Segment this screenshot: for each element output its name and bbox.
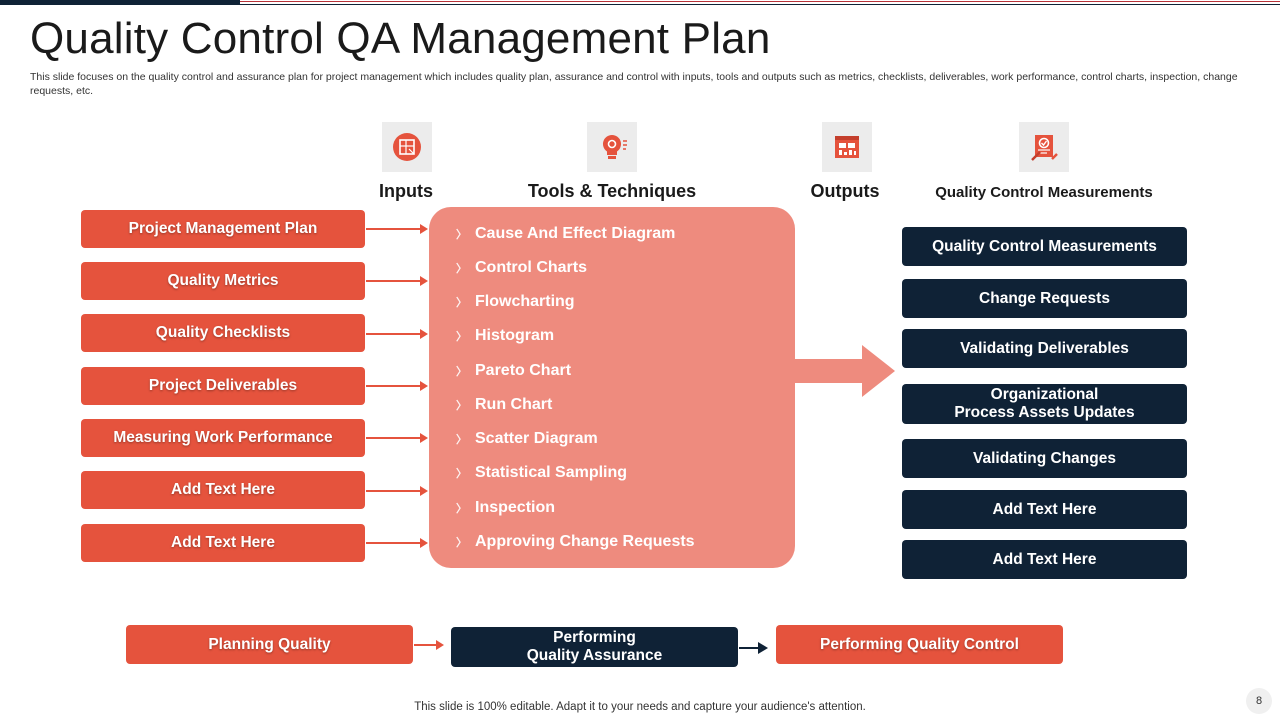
process-assurance-line2: Quality Assurance <box>526 647 663 664</box>
input-arrow <box>366 329 428 339</box>
big-right-arrow <box>794 345 895 397</box>
chevron-right-icon: 〉 <box>456 229 467 241</box>
chevron-right-icon: 〉 <box>456 537 467 549</box>
chevron-right-icon: 〉 <box>456 400 467 412</box>
input-arrow <box>366 538 428 548</box>
output-box: Change Requests <box>902 279 1187 318</box>
input-box: Quality Metrics <box>81 262 365 300</box>
top-decorative-band <box>0 0 1280 6</box>
slide-title: Quality Control QA Management Plan <box>30 14 771 63</box>
tool-item: 〉 Control Charts <box>456 258 587 278</box>
tool-item: 〉 Flowcharting <box>456 292 575 312</box>
process-arrow <box>414 640 444 650</box>
tool-label: Pareto Chart <box>475 362 572 379</box>
output-box: Quality Control Measurements <box>902 227 1187 266</box>
input-box: Add Text Here <box>81 471 365 509</box>
tool-item: 〉 Histogram <box>456 326 554 346</box>
column-header-inputs: Inputs <box>379 181 433 201</box>
input-arrow <box>366 276 428 286</box>
page-number: 8 <box>1246 688 1272 714</box>
column-header-measurements: Quality Control Measurements <box>935 184 1153 201</box>
slide-subtitle: This slide focuses on the quality contro… <box>30 71 1238 97</box>
tool-label: Flowcharting <box>475 293 575 310</box>
tool-label: Approving Change Requests <box>475 533 695 550</box>
output-label: Add Text Here <box>992 500 1097 518</box>
output-box: Organizational Process Assets Updates <box>902 384 1187 424</box>
chevron-right-icon: 〉 <box>456 263 467 275</box>
input-box: Measuring Work Performance <box>81 419 365 457</box>
chevron-right-icon: 〉 <box>456 434 467 446</box>
input-arrow <box>366 433 428 443</box>
tool-item: 〉 Pareto Chart <box>456 361 571 381</box>
chevron-right-icon: 〉 <box>456 468 467 480</box>
output-label: Quality Control Measurements <box>932 237 1157 255</box>
tool-label: Histogram <box>475 327 555 344</box>
output-label: Validating Changes <box>973 449 1116 467</box>
column-header-outputs: Outputs <box>810 181 880 201</box>
output-box: Validating Changes <box>902 439 1187 478</box>
checklist-pen-icon <box>1019 122 1069 172</box>
tool-item: 〉 Cause And Effect Diagram <box>456 224 675 244</box>
input-box: Project Management Plan <box>81 210 365 248</box>
output-label: Add Text Here <box>992 550 1097 568</box>
lightbulb-gear-icon <box>587 122 637 172</box>
chevron-right-icon: 〉 <box>456 366 467 378</box>
footer-note: This slide is 100% editable. Adapt it to… <box>414 701 866 713</box>
output-box: Add Text Here <box>902 490 1187 529</box>
output-label-line1: Organizational <box>990 386 1099 403</box>
tool-item: 〉 Inspection <box>456 498 555 518</box>
tool-item: 〉 Approving Change Requests <box>456 532 695 552</box>
chevron-right-icon: 〉 <box>456 503 467 515</box>
tool-label: Cause And Effect Diagram <box>475 225 676 242</box>
tool-item: 〉 Statistical Sampling <box>456 463 627 483</box>
tool-label: Control Charts <box>475 259 587 276</box>
output-label: Change Requests <box>979 289 1110 307</box>
blueprint-icon <box>382 122 432 172</box>
process-arrow-head <box>758 642 768 654</box>
output-label: Validating Deliverables <box>960 339 1129 357</box>
tool-label: Statistical Sampling <box>475 464 628 481</box>
chevron-right-icon: 〉 <box>456 331 467 343</box>
input-box: Quality Checklists <box>81 314 365 352</box>
tool-label: Run Chart <box>475 396 553 413</box>
tool-item: 〉 Run Chart <box>456 395 552 415</box>
tool-label: Inspection <box>475 499 556 516</box>
tool-item: 〉 Scatter Diagram <box>456 429 598 449</box>
dashboard-chart-icon <box>822 122 872 172</box>
process-quality-control: Performing Quality Control <box>776 625 1063 664</box>
input-arrow <box>366 381 428 391</box>
tool-label: Scatter Diagram <box>475 430 598 447</box>
output-box: Add Text Here <box>902 540 1187 579</box>
input-box: Add Text Here <box>81 524 365 562</box>
top-band-navy-line <box>240 4 1280 5</box>
process-quality-assurance: Performing Quality Assurance <box>451 627 738 667</box>
column-header-tools: Tools & Techniques <box>527 181 697 201</box>
input-box: Project Deliverables <box>81 367 365 405</box>
input-arrow <box>366 224 428 234</box>
chevron-right-icon: 〉 <box>456 297 467 309</box>
top-band-dark <box>0 0 240 5</box>
tools-techniques-panel <box>429 207 795 568</box>
process-assurance-line1: Performing <box>553 629 636 646</box>
input-arrow <box>366 486 428 496</box>
output-box: Validating Deliverables <box>902 329 1187 368</box>
output-label-line2: Process Assets Updates <box>954 404 1135 421</box>
process-planning-quality: Planning Quality <box>126 625 413 664</box>
top-band-red-line <box>240 1 1280 2</box>
